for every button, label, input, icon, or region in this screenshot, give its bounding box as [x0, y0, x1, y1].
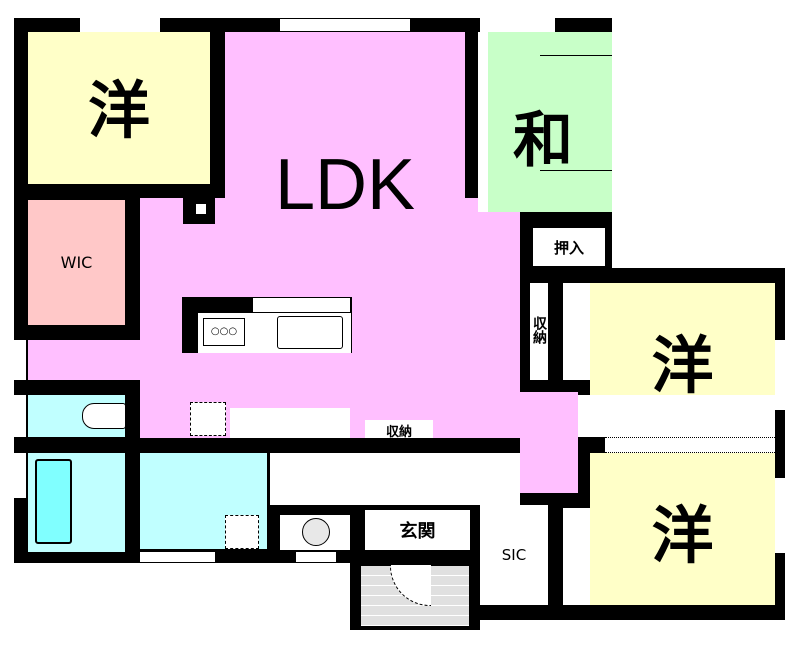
- closet-3: [563, 508, 590, 605]
- window: [14, 340, 26, 380]
- window: [14, 395, 26, 437]
- window: [140, 552, 215, 562]
- room-ldk-area: [520, 392, 578, 493]
- room-label-storage-horizontal: 収納: [385, 424, 412, 440]
- closet-divider: [605, 437, 775, 453]
- room-genkan: [365, 510, 470, 550]
- wall: [578, 437, 605, 453]
- room-label-western-2: 洋: [651, 329, 714, 402]
- storage-vertical: [530, 283, 548, 380]
- toilet-icon: [82, 403, 126, 429]
- room-ldk-area: [465, 212, 520, 222]
- stove-icon: ○○○: [203, 318, 245, 346]
- room-label-wic: WIC: [60, 253, 93, 272]
- room-label-oshiire: 押入: [553, 238, 584, 257]
- window: [480, 18, 555, 32]
- window: [280, 18, 410, 32]
- room-label-japanese: 和: [513, 105, 573, 176]
- kitchen-top: [198, 313, 351, 353]
- storage-horizontal: [365, 420, 433, 438]
- room-label-storage-vertical: 収納: [531, 316, 547, 344]
- room-oshiire: [533, 228, 605, 266]
- room-japanese: [478, 32, 612, 212]
- window: [775, 340, 785, 410]
- room-western-3: [590, 453, 775, 605]
- kitchen-back: [253, 298, 350, 312]
- room-label-western-3: 洋: [651, 499, 714, 572]
- room-sic: [480, 505, 548, 605]
- room-ldk-area: [28, 340, 140, 380]
- room-label-ldk: LDK: [274, 145, 416, 225]
- hallway: [270, 453, 520, 505]
- window: [296, 552, 336, 562]
- fridge-space: [190, 402, 226, 436]
- room-label-western-1: 洋: [87, 74, 150, 147]
- bathtub-icon: [35, 459, 72, 544]
- window: [775, 478, 785, 553]
- pillar-inner: [196, 204, 206, 214]
- washer-space: [225, 515, 259, 549]
- window: [80, 18, 160, 32]
- window: [14, 453, 26, 498]
- sink-icon: [277, 316, 343, 349]
- counter: [230, 408, 350, 438]
- closet-2: [563, 283, 590, 380]
- tatami-line: [540, 55, 612, 56]
- tatami-line: [540, 170, 612, 171]
- room-wic: [28, 200, 125, 325]
- room-label-genkan: 玄関: [399, 521, 436, 542]
- room-western-1: [28, 32, 210, 184]
- room-label-sic: SIC: [501, 546, 527, 564]
- toilet-2-icon: [302, 518, 330, 546]
- room-ldk: [225, 32, 465, 212]
